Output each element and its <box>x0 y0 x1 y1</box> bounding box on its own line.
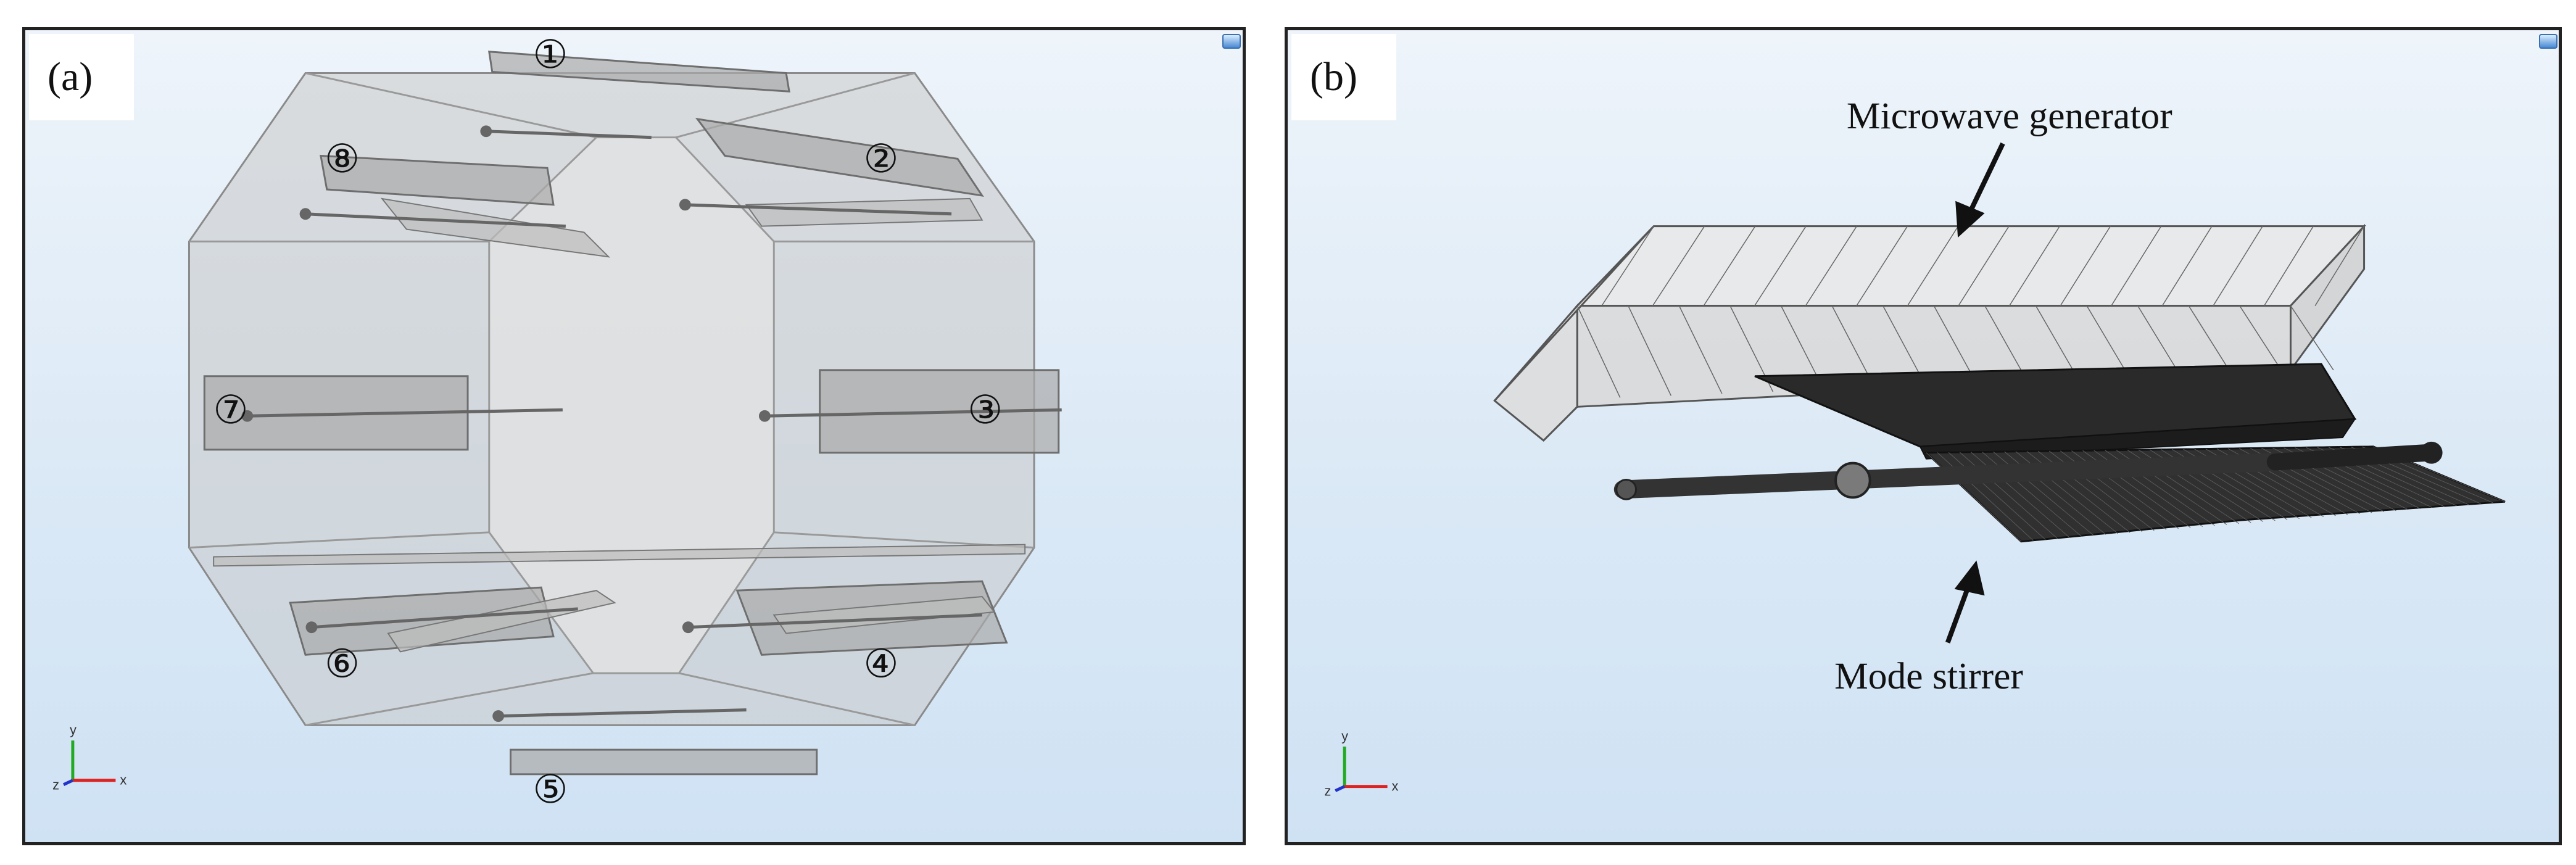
edge <box>305 672 594 726</box>
waveguide-2 <box>695 117 984 197</box>
view-toggle-icon[interactable] <box>1222 34 1241 49</box>
mesh-line <box>1984 305 2029 383</box>
antenna-tip <box>299 208 312 220</box>
axis-z-label: z <box>52 777 59 793</box>
mesh-line <box>1628 305 1671 396</box>
antenna-tip <box>480 125 492 138</box>
mesh-line <box>1805 226 1857 307</box>
mesh-line <box>2035 305 2079 381</box>
panel-label-b: (b) <box>1291 34 1396 120</box>
mesh-line <box>2263 226 2314 306</box>
mesh-line <box>1754 226 1807 307</box>
generator-arrow <box>1966 142 2005 215</box>
antenna-tip <box>305 621 318 634</box>
port-label-4: ④ <box>863 642 898 686</box>
stirrer-arrow <box>1945 583 1972 644</box>
antenna-tip <box>682 621 694 634</box>
stirrer-label: Mode stirrer <box>1834 655 2023 697</box>
axis-x-label: x <box>120 772 126 788</box>
mesh-line <box>2137 305 2181 376</box>
mesh-line <box>1576 305 1621 398</box>
axis-triad-b: y x z <box>1324 728 1398 798</box>
mesh-line <box>2290 305 2334 371</box>
mesh-line <box>2060 226 2111 307</box>
mesh-line <box>2239 305 2283 373</box>
waveguide-1 <box>488 51 790 93</box>
antenna-rod <box>311 607 578 629</box>
edge <box>189 531 489 549</box>
mesh-model-b: Microwave generator Mode stirrer y x z <box>1324 95 2506 799</box>
mesh-line <box>1907 226 1959 307</box>
axis-triad-a: y x z <box>52 722 126 792</box>
antenna-rod <box>305 212 566 228</box>
axis-y-label: y <box>70 722 77 737</box>
mesh-line <box>1958 226 2010 307</box>
mesh-line <box>2314 226 2365 306</box>
antenna-tip <box>241 410 254 422</box>
generator-mesh-lines <box>1576 226 2365 398</box>
antenna-tip <box>679 199 691 211</box>
generator-label: Microwave generator <box>1847 95 2172 137</box>
axis-z-label: z <box>1324 784 1331 799</box>
axis-x-label: x <box>1392 779 1399 794</box>
antenna-rod <box>247 408 563 418</box>
plate <box>387 590 616 653</box>
mesh-line <box>1601 226 1654 307</box>
edge <box>305 72 597 139</box>
waveguide-5 <box>510 748 818 776</box>
mesh-line <box>2213 226 2263 306</box>
mesh-line <box>1652 226 1705 307</box>
generator-arrowhead <box>1955 201 1985 238</box>
antenna-rod <box>486 130 652 139</box>
plate <box>213 544 1026 567</box>
mesh-line <box>1703 226 1756 307</box>
panel-a: ① ② ③ ④ ⑤ ⑥ ⑦ ⑧ y x z (a) <box>22 27 1246 845</box>
edge <box>679 672 915 726</box>
antenna-rod <box>764 408 1062 418</box>
panel-b: Microwave generator Mode stirrer y x z (… <box>1285 27 2562 845</box>
stirrer-arrowhead <box>1954 560 1985 596</box>
panel-label-a: (a) <box>29 34 134 120</box>
antenna-tip <box>492 710 505 722</box>
port-label-3: ③ <box>967 388 1003 432</box>
mesh-line <box>2009 226 2060 307</box>
waveguide-8 <box>320 154 555 206</box>
port-label-7: ⑦ <box>213 388 248 432</box>
antenna-rod <box>685 203 952 216</box>
port-label-5: ⑤ <box>533 768 568 811</box>
antenna-rod <box>688 613 982 629</box>
antenna-rod <box>498 708 747 718</box>
view-toggle-icon[interactable] <box>2539 34 2557 49</box>
mesh-line <box>2161 226 2213 307</box>
microwave-generator-mesh <box>1493 223 2366 442</box>
mesh-line <box>2188 305 2232 375</box>
port-label-8: ⑧ <box>325 137 360 181</box>
mesh-line <box>2111 226 2162 307</box>
antenna-tip <box>758 410 771 422</box>
axis-y-label: y <box>1341 728 1348 743</box>
port-label-6: ⑥ <box>325 642 360 686</box>
cavity-model-a: ① ② ③ ④ ⑤ ⑥ ⑦ ⑧ y x z <box>52 33 1062 811</box>
port-label-1: ① <box>533 33 568 77</box>
port-label-2: ② <box>863 137 898 181</box>
plate <box>772 595 996 634</box>
mesh-line <box>1856 226 1908 307</box>
mesh-line <box>2086 305 2131 378</box>
mesh-line <box>1678 305 1723 394</box>
stirrer-shaft <box>1613 441 2443 500</box>
